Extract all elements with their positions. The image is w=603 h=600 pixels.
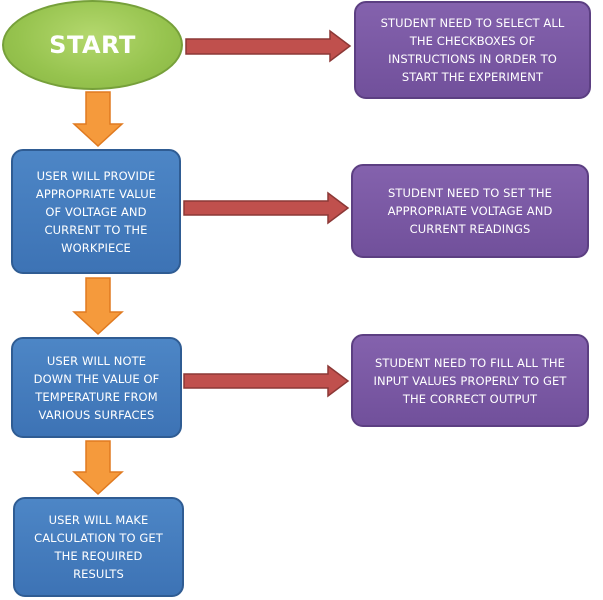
side-arrow-1 bbox=[185, 29, 352, 63]
note-fill-input-values: STUDENT NEED TO FILL ALL THE INPUT VALUE… bbox=[351, 334, 589, 427]
process-provide-voltage-current: USER WILL PROVIDE APPROPRIATE VALUE OF V… bbox=[11, 149, 181, 274]
side-arrow-3 bbox=[183, 364, 350, 398]
process-note-temperature: USER WILL NOTE DOWN THE VALUE OF TEMPERA… bbox=[11, 337, 182, 438]
side-arrow-2 bbox=[183, 191, 350, 225]
down-arrow-2 bbox=[72, 277, 124, 336]
down-arrow-3 bbox=[72, 440, 124, 496]
process-make-calculation: USER WILL MAKE CALCULATION TO GET THE RE… bbox=[13, 497, 184, 597]
note-set-voltage-current: STUDENT NEED TO SET THE APPROPRIATE VOLT… bbox=[351, 164, 589, 258]
start-node: START bbox=[2, 0, 183, 90]
down-arrow-1 bbox=[72, 91, 124, 148]
note-select-checkboxes: STUDENT NEED TO SELECT ALL THE CHECKBOXE… bbox=[354, 1, 591, 99]
